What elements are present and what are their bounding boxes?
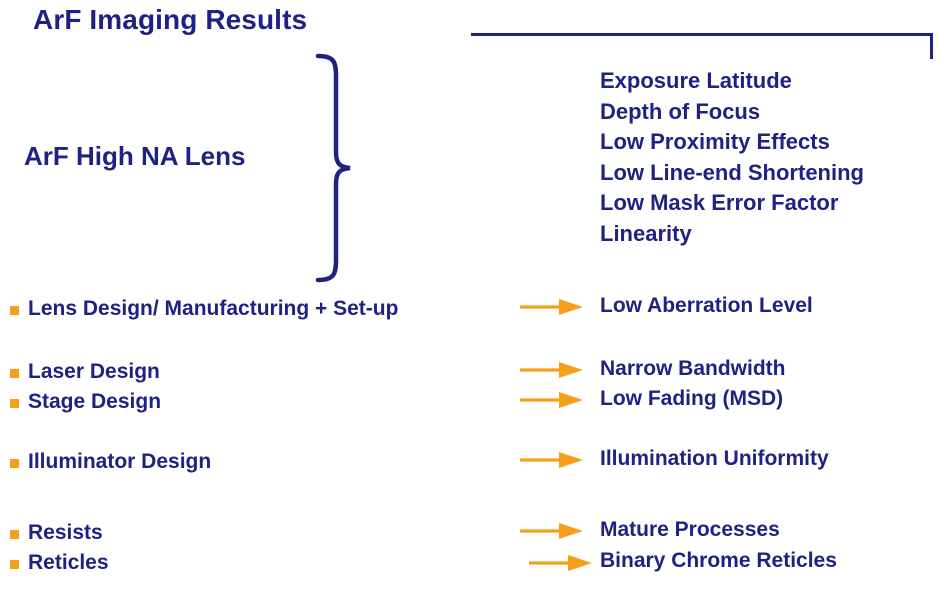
benefit-item: Linearity xyxy=(600,220,692,246)
result-item: Narrow Bandwidth xyxy=(600,357,786,380)
square-bullet-icon xyxy=(10,398,19,408)
square-bullet-icon xyxy=(10,368,19,378)
list-item: Lens Design/ Manufacturing + Set-up xyxy=(10,297,398,321)
benefit-item: Low Mask Error Factor xyxy=(600,190,839,215)
list-item: Illuminator Design xyxy=(10,450,211,474)
curly-brace-icon xyxy=(314,52,356,289)
result-item: Low Fading (MSD) xyxy=(600,387,784,410)
square-bullet-icon xyxy=(10,559,19,569)
list-item-label: Lens Design/ Manufacturing + Set-up xyxy=(28,297,399,320)
result-item: Binary Chrome Reticles xyxy=(600,549,837,572)
result-item: Mature Processes xyxy=(600,518,780,541)
benefit-item: Low Proximity Effects xyxy=(600,129,830,154)
result-item: Illumination Uniformity xyxy=(600,447,829,470)
arrow-right-icon xyxy=(529,555,592,571)
top-connector-tick xyxy=(930,33,933,59)
page-title: ArF Imaging Results xyxy=(33,4,308,35)
arrow-right-icon xyxy=(520,523,583,539)
benefit-item: Exposure Latitude xyxy=(600,68,792,93)
list-item: Resists xyxy=(10,521,103,545)
result-item: Low Aberration Level xyxy=(600,294,813,317)
list-item-label: Illuminator Design xyxy=(28,450,212,473)
arrow-right-icon xyxy=(520,299,583,315)
top-connector-line xyxy=(471,33,933,36)
list-item-label: Stage Design xyxy=(28,390,162,413)
arrow-right-icon xyxy=(520,362,583,378)
square-bullet-icon xyxy=(10,305,19,315)
list-item: Laser Design xyxy=(10,360,160,384)
group-label-arf-high-na-lens: ArF High NA Lens xyxy=(24,141,246,171)
list-item: Reticles xyxy=(10,551,109,575)
list-item-label: Laser Design xyxy=(28,360,160,383)
benefit-list: Exposure Latitude Depth of Focus Low Pro… xyxy=(600,66,864,249)
arrow-right-icon xyxy=(520,392,583,408)
list-item-label: Resists xyxy=(28,521,103,544)
list-item: Stage Design xyxy=(10,390,161,414)
square-bullet-icon xyxy=(10,458,19,468)
list-item-label: Reticles xyxy=(28,551,109,574)
square-bullet-icon xyxy=(10,529,19,539)
benefit-item: Depth of Focus xyxy=(600,98,761,124)
arrow-right-icon xyxy=(520,452,583,468)
benefit-item: Low Line-end Shortening xyxy=(600,159,864,185)
